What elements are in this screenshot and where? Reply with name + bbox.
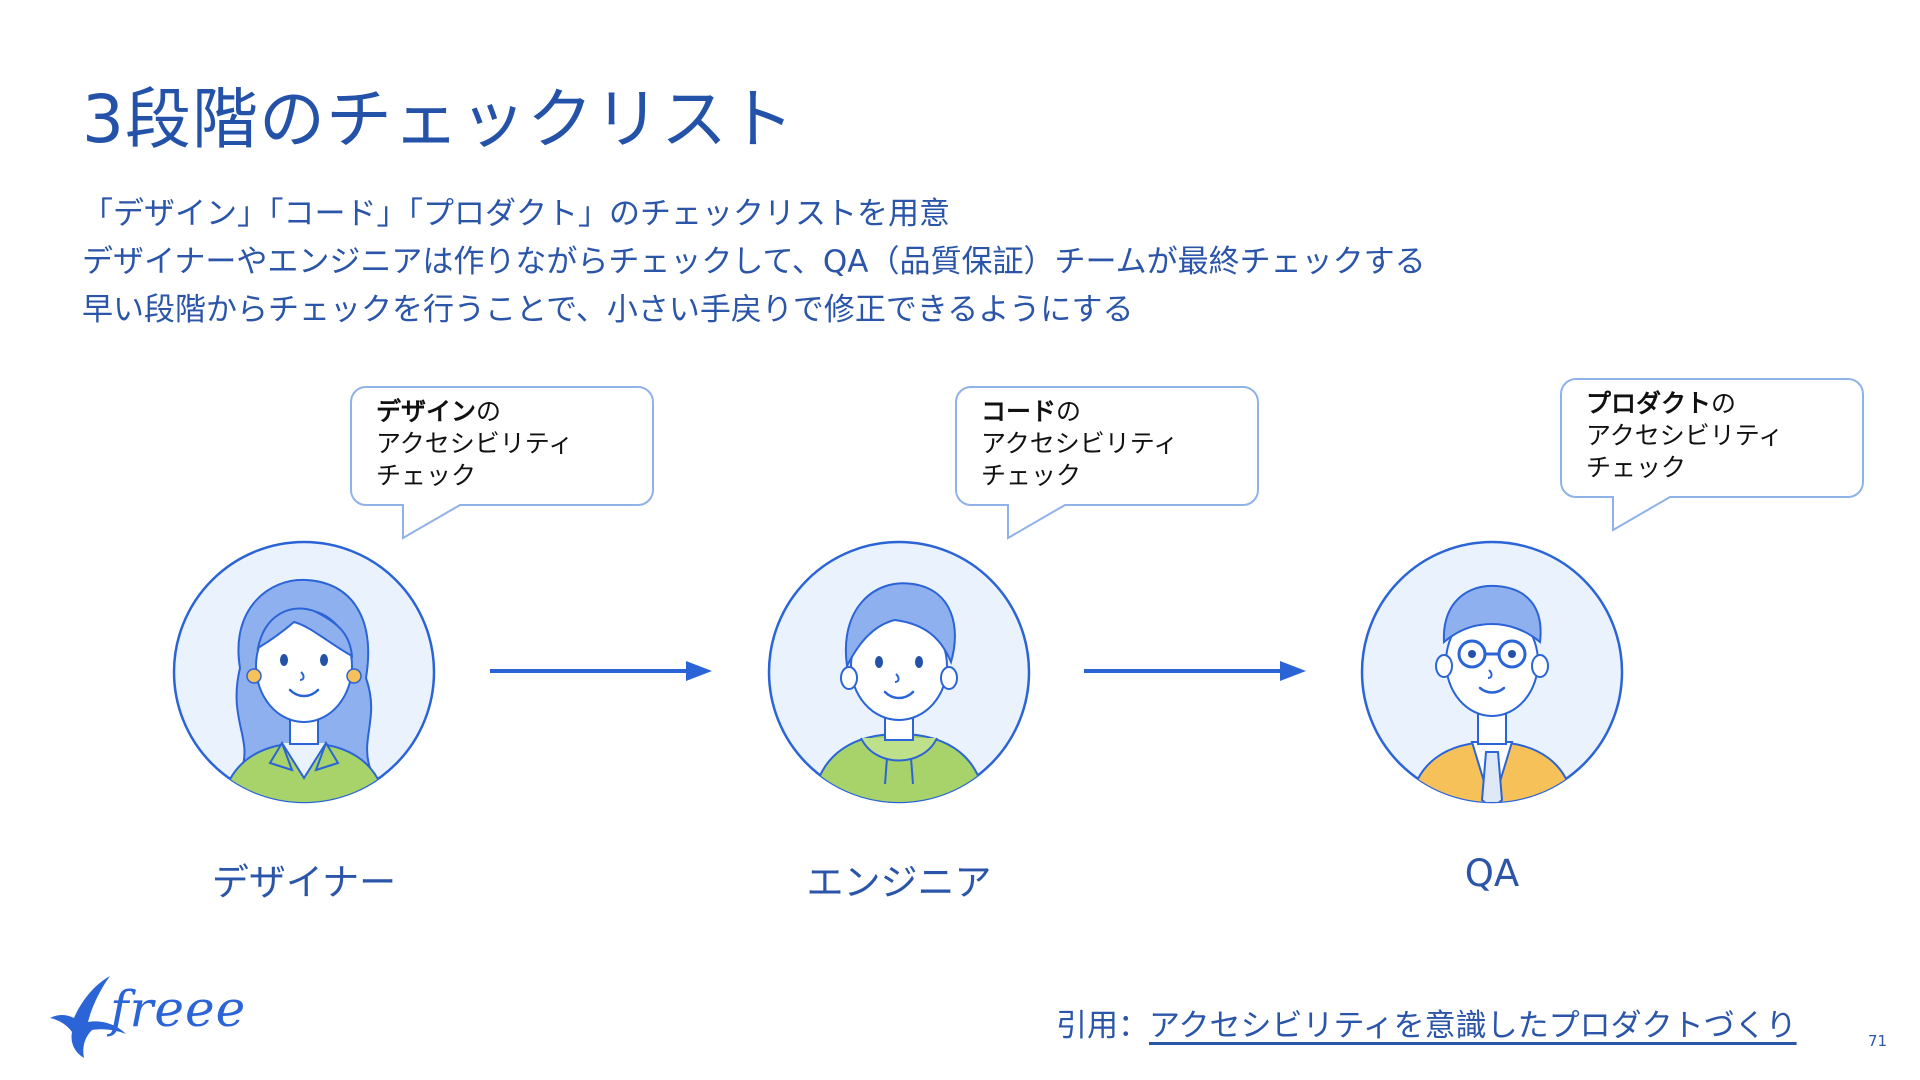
freee-logo-text: freee <box>110 980 247 1038</box>
bubble-suffix: の <box>1056 397 1082 426</box>
speech-bubble-text: デザインの アクセシビリティ チェック <box>376 396 573 492</box>
role-label-designer: デザイナー <box>211 861 397 904</box>
citation-link[interactable]: アクセシビリティを意識したプロダクトづくり <box>1149 1008 1797 1044</box>
speech-bubble-shape <box>955 386 1259 540</box>
qa-avatar <box>1358 538 1626 806</box>
bubble-keyword: デザイン <box>376 397 477 426</box>
speech-bubble-code: コードの アクセシビリティ チェック <box>955 386 1259 540</box>
role-label-qa: QA <box>1464 852 1520 895</box>
speech-bubble-product: プロダクトの アクセシビリティ チェック <box>1560 378 1864 532</box>
page-number: 71 <box>1868 1032 1888 1050</box>
bubble-line-3: チェック <box>1586 453 1687 482</box>
description-line-2: デザイナーやエンジニアは作りながらチェックして、QA（品質保証）チームが最終チェ… <box>82 244 1426 280</box>
speech-bubble-text: プロダクトの アクセシビリティ チェック <box>1586 388 1783 484</box>
arrow-right-icon <box>490 656 712 686</box>
bubble-line-3: チェック <box>981 461 1082 490</box>
qa-illustration <box>1360 540 1624 804</box>
designer-avatar <box>170 538 438 806</box>
description-list: 「デザイン」「コード」「プロダクト」のチェックリストを用意 デザイナーやエンジニ… <box>82 190 1426 334</box>
bubble-line-2: アクセシビリティ <box>981 429 1179 458</box>
bubble-line-3: チェック <box>376 461 477 490</box>
slide-title: 3段階のチェックリスト <box>82 81 795 158</box>
description-line-1: 「デザイン」「コード」「プロダクト」のチェックリストを用意 <box>82 196 950 232</box>
description-line-3: 早い段階からチェックを行うことで、小さい手戻りで修正できるようにする <box>82 292 1134 328</box>
role-label-engineer: エンジニア <box>806 861 992 904</box>
engineer-illustration <box>767 540 1031 804</box>
arrow-right-icon <box>1084 656 1306 686</box>
bubble-suffix: の <box>1711 389 1737 418</box>
swallow-bird-icon <box>48 970 248 1060</box>
bubble-line-2: アクセシビリティ <box>376 429 574 458</box>
bubble-line-2: アクセシビリティ <box>1586 421 1784 450</box>
speech-bubble-design: デザインの アクセシビリティ チェック <box>350 386 654 540</box>
speech-bubble-text: コードの アクセシビリティ チェック <box>981 396 1178 492</box>
bubble-keyword: プロダクト <box>1586 389 1712 418</box>
bubble-suffix: の <box>476 397 502 426</box>
engineer-avatar <box>765 538 1033 806</box>
speech-bubble-shape <box>1560 378 1864 532</box>
citation-prefix: 引用： <box>1056 1008 1149 1044</box>
bubble-keyword: コード <box>981 397 1057 426</box>
citation: 引用：アクセシビリティを意識したプロダクトづくり <box>1056 1000 1797 1045</box>
designer-illustration <box>172 540 436 804</box>
speech-bubble-shape <box>350 386 654 540</box>
